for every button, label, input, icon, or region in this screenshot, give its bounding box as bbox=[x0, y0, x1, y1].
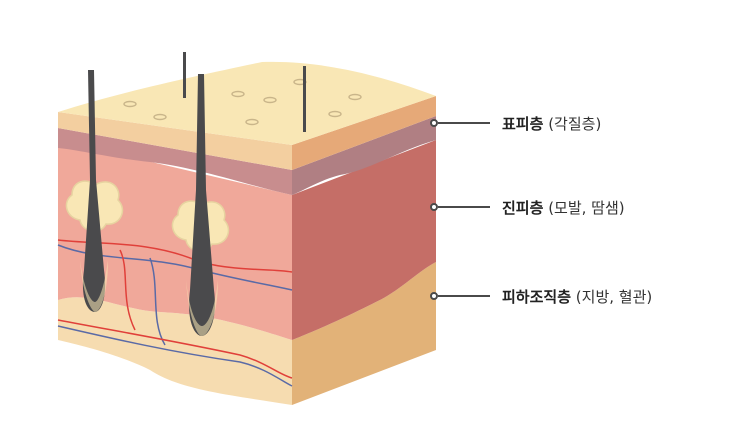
label-epidermis: 표피층 (각질층) bbox=[430, 111, 601, 135]
label-subcutis: 피하조직층 (지방, 혈관) bbox=[430, 284, 652, 308]
leader-dot bbox=[430, 292, 438, 300]
label-dermis: 진피층 (모발, 땀샘) bbox=[430, 195, 625, 219]
layer-name: 진피층 bbox=[502, 199, 543, 217]
layer-name: 표피층 bbox=[502, 115, 543, 133]
leader-dot bbox=[430, 119, 438, 127]
layer-detail: (모발, 땀샘) bbox=[548, 199, 624, 217]
layer-detail: (지방, 혈관) bbox=[576, 288, 652, 306]
leader-line bbox=[438, 122, 490, 124]
leader-line bbox=[438, 295, 490, 297]
leader-dot bbox=[430, 203, 438, 211]
leader-line bbox=[438, 206, 490, 208]
layer-label: 피하조직층 (지방, 혈관) bbox=[502, 286, 652, 307]
layer-name: 피하조직층 bbox=[502, 288, 571, 306]
layer-label: 진피층 (모발, 땀샘) bbox=[502, 197, 625, 218]
layer-detail: (각질층) bbox=[548, 115, 601, 133]
layer-label: 표피층 (각질층) bbox=[502, 113, 601, 134]
